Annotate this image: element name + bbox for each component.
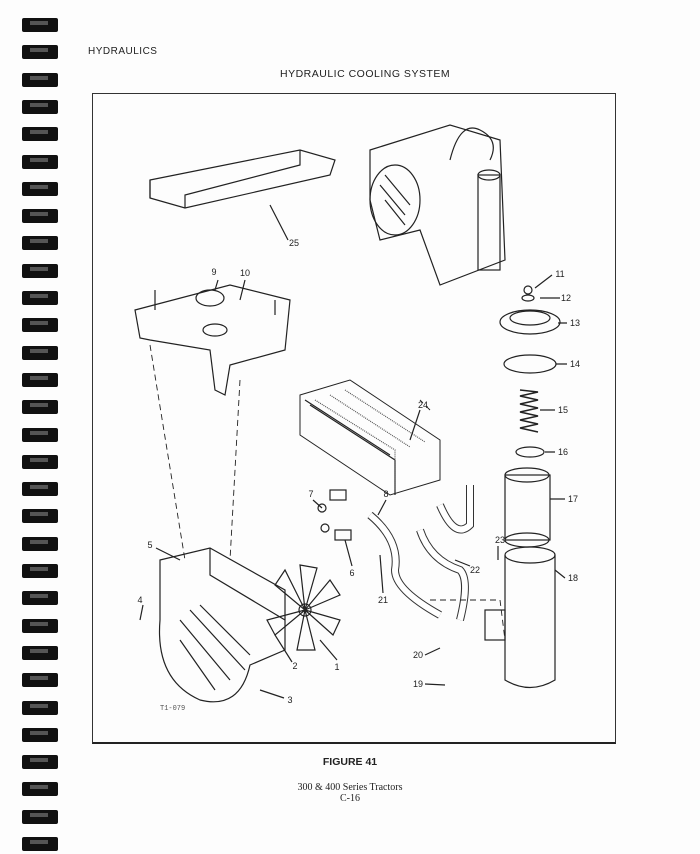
callout-number: 16 [557,447,569,457]
binding-ring [22,209,58,224]
callout-number: 3 [287,695,293,705]
binding-ring [22,154,58,169]
binding-ring [22,700,58,715]
binding-ring [22,782,58,797]
callout-number: 11 [555,269,565,279]
spring [519,389,539,433]
binding-ring [22,755,58,770]
binding-ring [22,564,58,578]
hose [436,485,474,534]
o-ring-seal [503,354,557,374]
section-heading: HYDRAULICS [88,46,158,57]
filter-canister [504,555,556,689]
callout-number: 13 [569,318,581,328]
binding-ring [22,454,58,469]
fan-shroud-assembly [369,124,506,286]
callout-number: 17 [567,494,579,504]
callout-number: 20 [412,650,424,660]
fan-shroud [158,547,286,703]
binding-ring [22,837,58,851]
binding-ring [22,482,58,497]
binding-ring [22,591,58,606]
callout-number: 7 [308,489,314,499]
binding-ring [22,727,58,742]
callout-number: 2 [292,661,298,671]
oil-cooler [299,379,441,496]
binding-ring [22,673,58,688]
filter-element [504,474,551,541]
binding-ring [22,291,58,305]
callout-number: 25 [288,238,300,248]
fan-blade [266,564,341,651]
mounting-plate [134,284,291,396]
filter-disc [515,446,545,458]
binding-ring [22,99,58,114]
callout-number: 15 [557,405,569,415]
callout-number: 24 [417,400,429,410]
bracket-part [149,149,336,209]
binding-ring [22,127,58,142]
binding-ring [22,400,58,415]
binding-ring [22,45,58,60]
binding-ring [22,72,58,87]
callout-number: 21 [377,595,389,605]
drawing-code: T1-079 [160,705,186,713]
callout-number: 8 [383,489,389,499]
binding-ring [22,509,58,524]
callout-number: 1 [334,662,340,672]
callout-number: 22 [469,565,481,575]
binding-ring [22,372,58,387]
binding-ring [22,318,58,333]
binding-ring [22,236,58,251]
page-number: C-16 [340,793,360,804]
page-title: HYDRAULIC COOLING SYSTEM [280,68,451,80]
figure-frame [92,93,616,744]
binding-ring [22,18,58,32]
filter-cover [499,309,561,335]
binding-ring [22,645,58,660]
binding-ring [22,345,58,360]
callout-number: 23 [494,535,506,545]
binding-ring [22,181,58,196]
figure-caption: FIGURE 41 [322,756,378,768]
callout-number: 10 [239,268,251,278]
callout-number: 14 [569,359,581,369]
callout-number: 4 [137,595,143,605]
binding-ring [22,809,58,824]
callout-number: 19 [412,679,424,689]
binding-ring [22,536,58,551]
callout-number: 6 [349,568,355,578]
callout-number: 18 [567,573,579,583]
callout-number: 5 [147,540,153,550]
callout-number: 12 [560,293,572,303]
callout-number: 9 [211,267,217,277]
series-text: 300 & 400 Series Tractors [297,782,403,793]
binding-ring [22,618,58,633]
binding-ring [22,427,58,442]
binding-ring [22,263,58,278]
